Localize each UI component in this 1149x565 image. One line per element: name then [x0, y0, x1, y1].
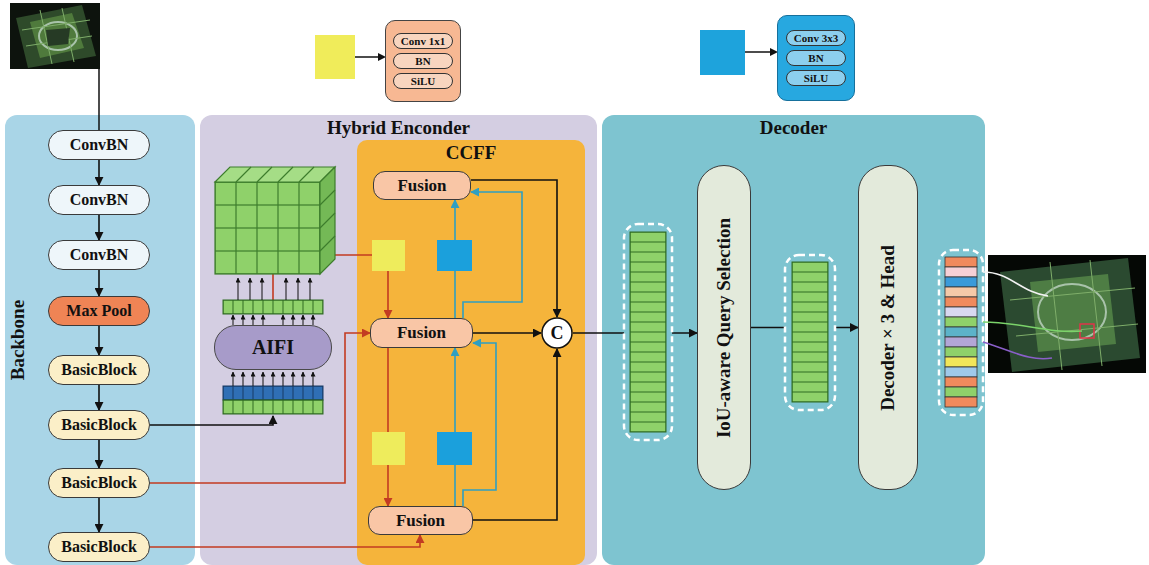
panel-background — [357, 140, 585, 565]
legend-box: Conv 1x1BN SiLU — [385, 20, 461, 102]
node-text: Fusion — [397, 323, 446, 343]
fusion-box: Fusion — [368, 506, 473, 535]
node-text: Conv 3x3 — [786, 30, 846, 46]
process-box: BasicBlock — [48, 468, 150, 498]
node-text: IoU-aware Query Selection — [713, 217, 735, 437]
node-text: Decoder × 3 & Head — [877, 245, 899, 411]
connector — [98, 385, 100, 410]
input-line — [98, 69, 100, 130]
connector — [98, 270, 100, 296]
node-text: SiLU — [786, 70, 846, 86]
connector — [98, 440, 100, 468]
connector — [98, 215, 100, 240]
connector — [473, 349, 557, 520]
query-column — [785, 255, 835, 410]
process-box: Max Pool — [48, 296, 150, 326]
circle-shape — [542, 318, 572, 348]
process-box: ConvBN — [48, 185, 150, 215]
conv1x1-symbol — [315, 35, 386, 79]
ccff-panel: CCFFFusionFusionFusionC — [357, 140, 585, 565]
node-text: ConvBN — [70, 191, 129, 209]
panel-fill — [5, 115, 195, 565]
encoder-panel: Hybrid EnconderAIFICCFFFusionFusionFusio… — [200, 115, 597, 565]
connector — [463, 343, 496, 506]
connectors — [99, 160, 858, 547]
node-text: BN — [393, 53, 453, 69]
node-text: BasicBlock — [61, 416, 137, 434]
connector — [150, 535, 420, 547]
node-text: Max Pool — [66, 302, 131, 320]
panel-fill — [200, 115, 597, 565]
node-text: AIFI — [214, 325, 332, 370]
node-text: C — [551, 323, 564, 344]
process-box: ConvBN — [48, 240, 150, 270]
connector — [98, 326, 100, 355]
panel-fill — [357, 140, 585, 565]
node-text: ConvBN — [70, 136, 129, 154]
legend-box: Conv 3x3BN SiLU — [777, 15, 855, 101]
process-box: ConvBN — [48, 130, 150, 160]
ccff-conv-blocks — [372, 240, 472, 465]
node-text: Conv 1x1 — [393, 33, 453, 49]
output-column — [939, 250, 983, 415]
node-text: CCFF — [357, 142, 585, 164]
aifi-block: AIFI — [212, 300, 334, 416]
node-text: BasicBlock — [61, 474, 137, 492]
input-image — [10, 3, 100, 69]
node-text: BasicBlock — [61, 538, 137, 556]
fusion-box: Fusion — [373, 171, 471, 200]
concat-circle: C — [541, 317, 573, 349]
process-box: BasicBlock — [48, 410, 150, 440]
node-text: SiLU — [393, 73, 453, 89]
conv3x3-symbol — [700, 30, 778, 75]
process-pill: Decoder × 3 & Head — [858, 165, 918, 490]
node-text: ConvBN — [70, 246, 129, 264]
connector — [471, 180, 557, 317]
output-image — [988, 255, 1146, 373]
connector — [473, 332, 541, 334]
node-text: Backbone — [7, 300, 29, 380]
node-text: Decoder — [602, 117, 985, 139]
process-box: BasicBlock — [48, 355, 150, 385]
connector — [454, 348, 456, 506]
connector — [150, 416, 273, 425]
process-box: BasicBlock — [48, 532, 150, 562]
decoder-panel: DecoderIoU-aware Query Selection Decoder … — [602, 115, 985, 565]
encoder-token-column — [624, 224, 672, 440]
panel-background — [602, 115, 985, 565]
panel-fill — [602, 115, 985, 565]
backbone-panel: Backbone ConvBN ConvBN ConvBN Max PoolBasicB… — [5, 115, 195, 565]
connector — [98, 160, 100, 185]
feature-grid — [215, 167, 335, 274]
fusion-box: Fusion — [370, 318, 473, 348]
prediction-lines — [983, 272, 1082, 359]
connector — [98, 498, 100, 532]
node-text: Fusion — [396, 511, 445, 531]
node-text: Hybrid Enconder — [200, 117, 597, 139]
connector — [387, 348, 389, 506]
node-text: Fusion — [397, 176, 446, 196]
process-pill: IoU-aware Query Selection — [697, 165, 751, 490]
node-text: BN — [786, 50, 846, 66]
node-text: BasicBlock — [61, 361, 137, 379]
